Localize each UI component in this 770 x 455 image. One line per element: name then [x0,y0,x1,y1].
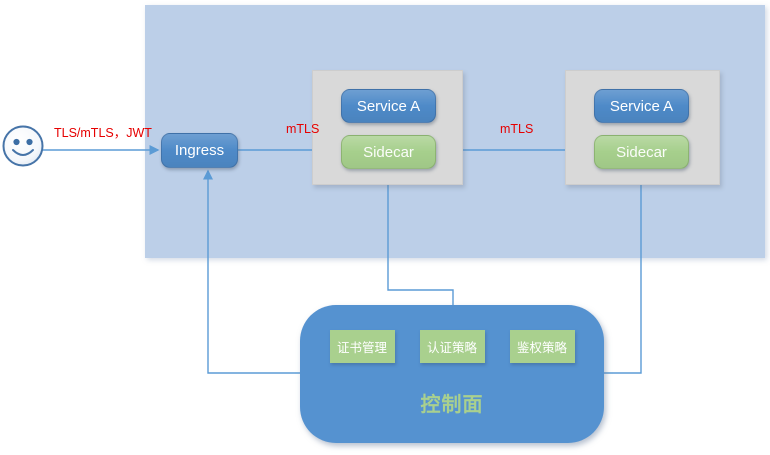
module-authentication-policy: 认证策略 [419,330,485,363]
pod-1: Service A Sidecar [312,70,463,185]
control-plane: 证书管理 认证策略 鉴权策略 控制面 [300,305,604,443]
module-cert-management: 证书管理 [329,330,395,363]
sidecar-node-2: Sidecar [594,135,689,169]
module-authorization-policy: 鉴权策略 [509,330,575,363]
ingress-node: Ingress [161,133,238,168]
edge-label-mtls-1: mTLS [286,122,320,136]
edge-label-tls-mtls-jwt: TLS/mTLS，JWT [54,126,152,140]
service-a-node-2: Service A [594,89,689,123]
control-plane-modules: 证书管理 认证策略 鉴权策略 [300,330,604,363]
user-smiley-icon [2,125,44,167]
service-a-node-1: Service A [341,89,436,123]
control-plane-title: 控制面 [420,394,484,416]
pod-2: Service A Sidecar [565,70,720,185]
edge-label-mtls-2: mTLS [500,122,534,136]
sidecar-node-1: Sidecar [341,135,436,169]
